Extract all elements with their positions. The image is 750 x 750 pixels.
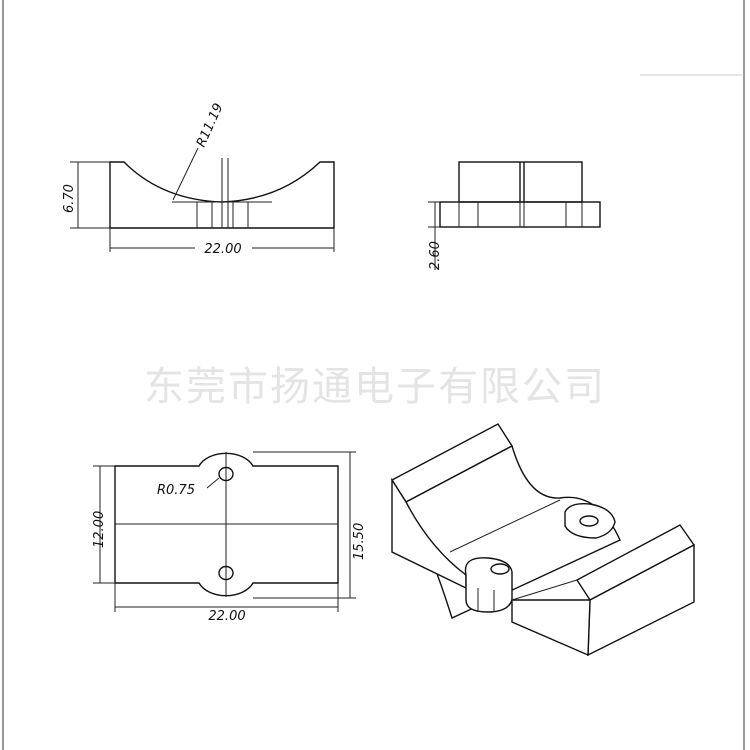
flange-label: 2.60 <box>428 241 443 270</box>
radius-label: R11.19 <box>194 101 227 149</box>
iso-back-tab <box>564 502 616 539</box>
width-label: 22.00 <box>204 242 241 257</box>
height-label: 6.70 <box>62 184 77 213</box>
mounting-hole-bottom <box>218 565 234 581</box>
top-view: R0.75 12.00 15.50 22.00 <box>92 451 367 624</box>
outer-height-label: 15.50 <box>352 523 367 560</box>
iso-inner-edge <box>511 579 578 601</box>
hole-radius-label: R0.75 <box>157 483 195 498</box>
watermark-text: 东莞市扬通电子有限公司 <box>144 364 606 410</box>
hole-leader <box>206 477 220 489</box>
iso-bottom-front <box>511 599 591 657</box>
mounting-hole-top <box>218 466 234 482</box>
side-view: 2.60 <box>428 161 601 270</box>
iso-hole-back <box>579 515 599 527</box>
front-view: R11.19 6.70 22.00 <box>62 101 335 257</box>
iso-front-tab <box>464 557 513 613</box>
radius-leader <box>172 147 199 201</box>
top-width-label: 22.00 <box>208 609 245 624</box>
iso-hole-front <box>490 563 510 575</box>
isometric-view <box>391 423 696 657</box>
inner-height-label: 12.00 <box>92 511 107 548</box>
iso-floor-line <box>449 499 561 553</box>
